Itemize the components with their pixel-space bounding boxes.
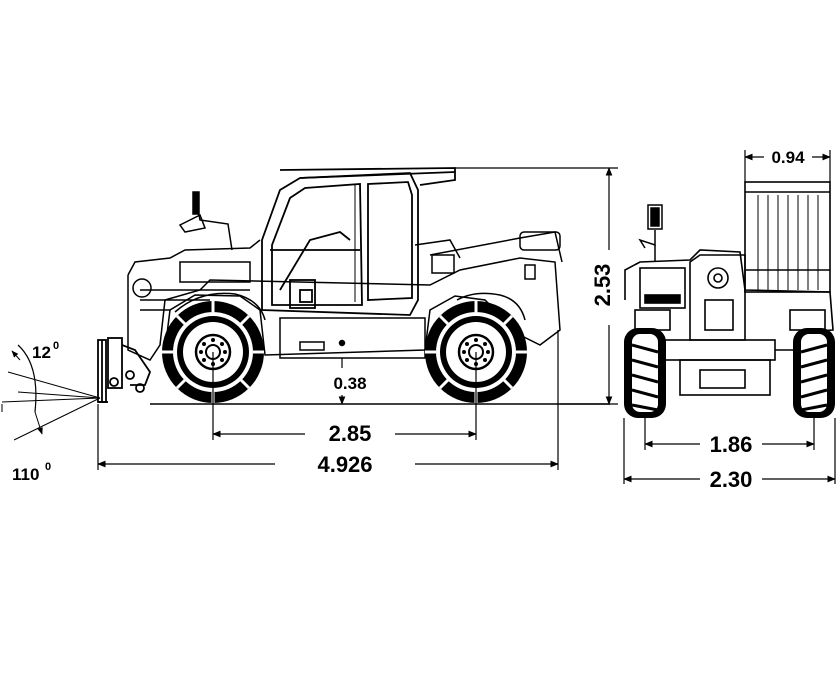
cab-width-dimension [744,150,831,182]
fork-tilt-up-label: 12 [32,343,51,362]
fork-tilt-angles [1,344,101,441]
side-view [1,167,618,470]
track-width-dimension [644,418,815,450]
fork-carriage [97,337,152,403]
front-view [623,150,836,484]
fork-tilt-down-label: 110 [12,465,39,484]
front-right-tyre [793,328,835,418]
overall-width-label: 2.30 [710,467,753,492]
cab [261,167,456,316]
side-mirror [178,191,233,251]
wheelbase-dimension [212,352,477,440]
chassis [127,231,563,361]
front-mirror [638,204,663,262]
cab-width-label: 0.94 [771,148,805,167]
overall-height-dimension [455,167,618,405]
front-wheel [162,301,264,403]
ground-clearance-label: 0.38 [333,374,366,393]
front-cab [744,181,831,293]
wheelbase-label: 2.85 [329,421,372,446]
track-width-label: 1.86 [710,432,753,457]
fork-tilt-up-degree: 0 [53,340,59,352]
fork-tilt-down-degree: 0 [45,461,51,473]
front-left-tyre [624,328,666,418]
overall-length-dimension [97,330,559,470]
overall-width-dimension [623,418,836,484]
overall-height-label: 2.53 [590,264,615,307]
overall-length-label: 4.926 [317,452,372,477]
